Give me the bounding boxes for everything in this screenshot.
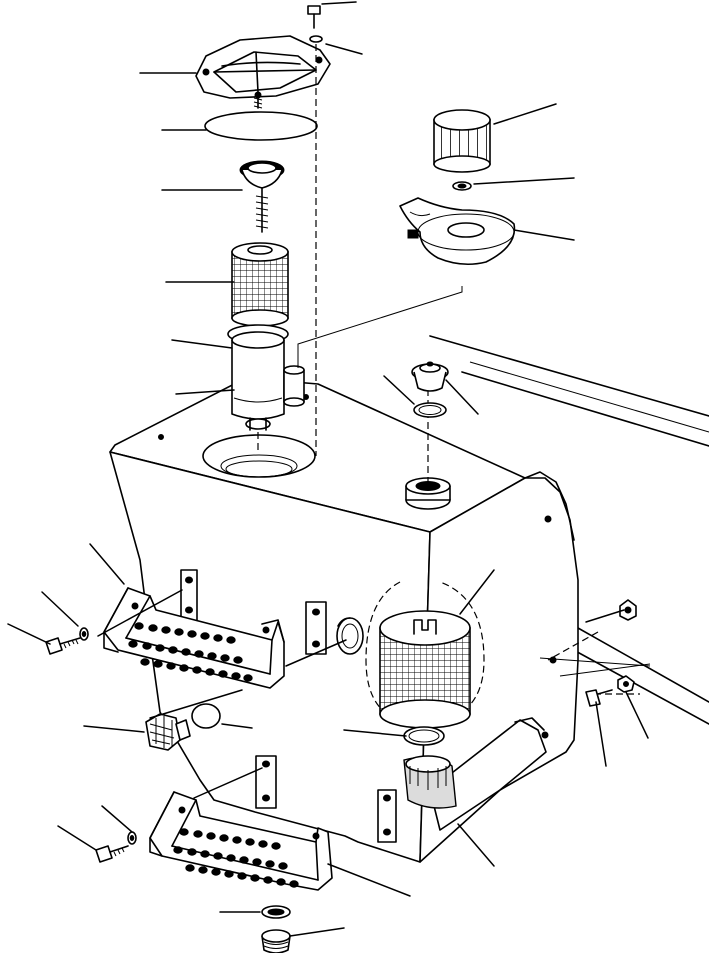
level-gauge-seal [336, 617, 364, 655]
return-filter-assembly [195, 5, 331, 431]
bottom-drain-plug [261, 905, 291, 953]
suction-strainer [365, 581, 485, 746]
hydraulic-tank [109, 377, 579, 863]
callout-leaders [7, 1, 649, 937]
lower-step [149, 791, 333, 891]
upper-step-bolt [45, 627, 89, 655]
vehicle-frame-outline [429, 335, 709, 725]
drain-cap [145, 703, 221, 751]
alignment-lines [257, 44, 640, 695]
lower-step-bolt [95, 831, 137, 863]
air-breather [399, 109, 516, 266]
lower-step-bracket [255, 755, 277, 809]
filler-plug [411, 361, 449, 418]
upper-step [103, 587, 285, 689]
spacer-sleeve [283, 365, 305, 407]
